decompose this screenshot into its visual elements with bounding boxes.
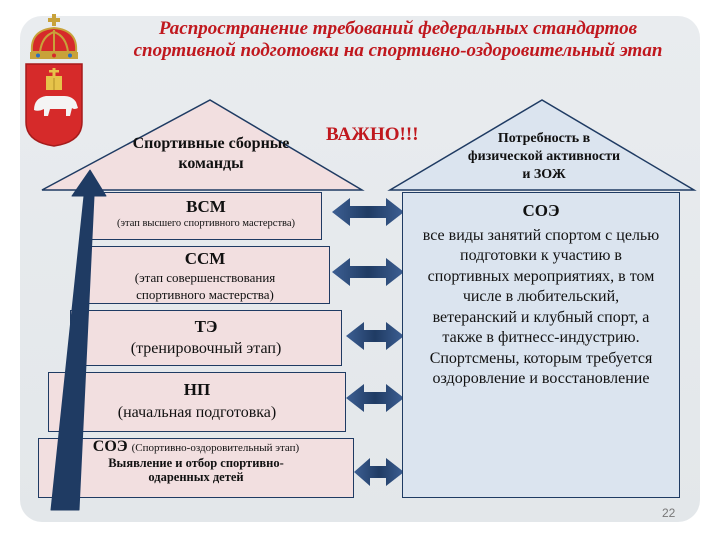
- step-subtitle: (начальная подготовка): [117, 404, 277, 421]
- left-roof: [41, 99, 365, 191]
- double-arrow-icon: [346, 384, 404, 412]
- double-arrow-icon: [332, 198, 404, 226]
- left-roof-label: Спортивные сборные команды: [132, 135, 290, 172]
- step-subtitle: (Спортивно-оздоровительный этап): [131, 442, 300, 454]
- slide-title: Распространение требований федеральных с…: [133, 18, 663, 61]
- step-soe: СОЭ (Спортивно-оздоровительный этап) Выя…: [38, 438, 354, 498]
- coat-of-arms-icon: [25, 14, 83, 147]
- soe-box-body: все виды занятий спортом с целью подгото…: [422, 226, 660, 388]
- important-label: ВАЖНО!!!: [326, 124, 419, 145]
- step-subtitle: (тренировочный этап): [130, 340, 282, 357]
- page-number: 22: [662, 506, 676, 520]
- soe-description-box: СОЭ все виды занятий спортом с целью под…: [402, 192, 680, 498]
- soe-box-title: СОЭ: [522, 201, 560, 220]
- right-roof-label: Потребность в физической активности и ЗО…: [467, 131, 621, 182]
- step-title: ВСМ: [186, 197, 226, 216]
- double-arrow-icon: [332, 258, 404, 286]
- double-arrow-icon: [346, 322, 404, 350]
- double-arrow-icon: [354, 458, 404, 486]
- step-ssm: ССМ (этап совершенствования спортивного …: [80, 246, 330, 304]
- step-title: ТЭ: [194, 317, 218, 336]
- step-np: НП (начальная подготовка): [48, 372, 346, 432]
- step-title: СОЭ: [92, 438, 128, 455]
- step-vsm: ВСМ (этап высшего спортивного мастерства…: [90, 192, 322, 240]
- step-soe-header: СОЭ (Спортивно-оздоровительный этап): [39, 439, 353, 456]
- step-te: ТЭ (тренировочный этап): [70, 310, 342, 366]
- step-note: Выявление и отбор спортивно-одаренных де…: [108, 456, 284, 484]
- right-roof: [387, 99, 697, 191]
- step-title: НП: [183, 380, 211, 399]
- step-subtitle: (этап совершенствования спортивного маст…: [134, 270, 276, 302]
- step-title: ССМ: [184, 249, 226, 268]
- step-subtitle: (этап высшего спортивного мастерства): [116, 218, 296, 229]
